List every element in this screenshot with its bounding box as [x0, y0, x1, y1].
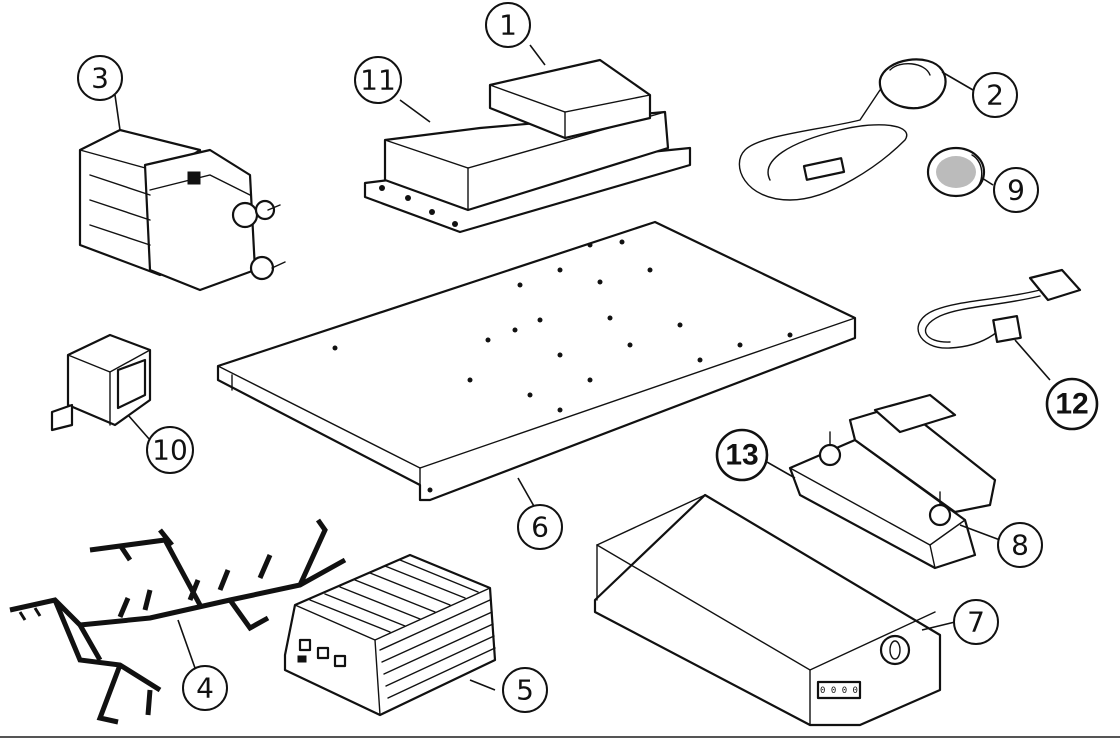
part-4-wiring-harness: [9, 518, 347, 725]
part-7-main-controller: 0 0 0 0: [593, 493, 942, 727]
callout-13: 13: [715, 428, 769, 482]
callout-3: 3: [77, 55, 123, 101]
callout-11: 11: [354, 56, 402, 104]
svg-text:3: 3: [91, 62, 109, 95]
part-11-control-box: [363, 110, 692, 234]
callout-8: 8: [997, 522, 1043, 568]
callout-2: 2: [972, 72, 1018, 118]
svg-text:6: 6: [531, 511, 549, 544]
callout-6: 6: [517, 504, 563, 550]
part-12-connector-cable: [917, 268, 1082, 349]
part-10-bracket: [50, 333, 152, 432]
svg-text:7: 7: [967, 606, 985, 639]
svg-text:4: 4: [196, 672, 214, 705]
part-9-filter: [926, 146, 986, 198]
callout-4: 4: [182, 665, 228, 711]
part-3-contactor: [78, 128, 286, 292]
svg-text:11: 11: [360, 64, 396, 97]
part-5-controller: [283, 553, 497, 717]
callout-7: 7: [953, 599, 999, 645]
part-2-probe-cable: [738, 58, 947, 201]
svg-text:12: 12: [1055, 388, 1088, 421]
part-6-mounting-plate: [216, 220, 857, 502]
part-13-fuse-holder: [788, 393, 997, 570]
part-1-top-module: [488, 58, 652, 140]
svg-text:8: 8: [1011, 529, 1029, 562]
leader-lines: [114, 44, 1051, 691]
svg-text:13: 13: [725, 439, 758, 472]
callout-5: 5: [502, 667, 548, 713]
svg-text:1: 1: [499, 9, 517, 42]
callout-12: 12: [1045, 377, 1099, 431]
callout-9: 9: [993, 167, 1039, 213]
digital-readout: 0 0 0 0: [820, 686, 858, 696]
svg-text:5: 5: [516, 674, 534, 707]
bottom-divider: [0, 736, 1120, 738]
callout-1: 1: [485, 2, 531, 48]
svg-text:9: 9: [1007, 174, 1025, 207]
svg-text:10: 10: [152, 434, 188, 467]
callout-10: 10: [146, 426, 194, 474]
svg-text:2: 2: [986, 79, 1004, 112]
